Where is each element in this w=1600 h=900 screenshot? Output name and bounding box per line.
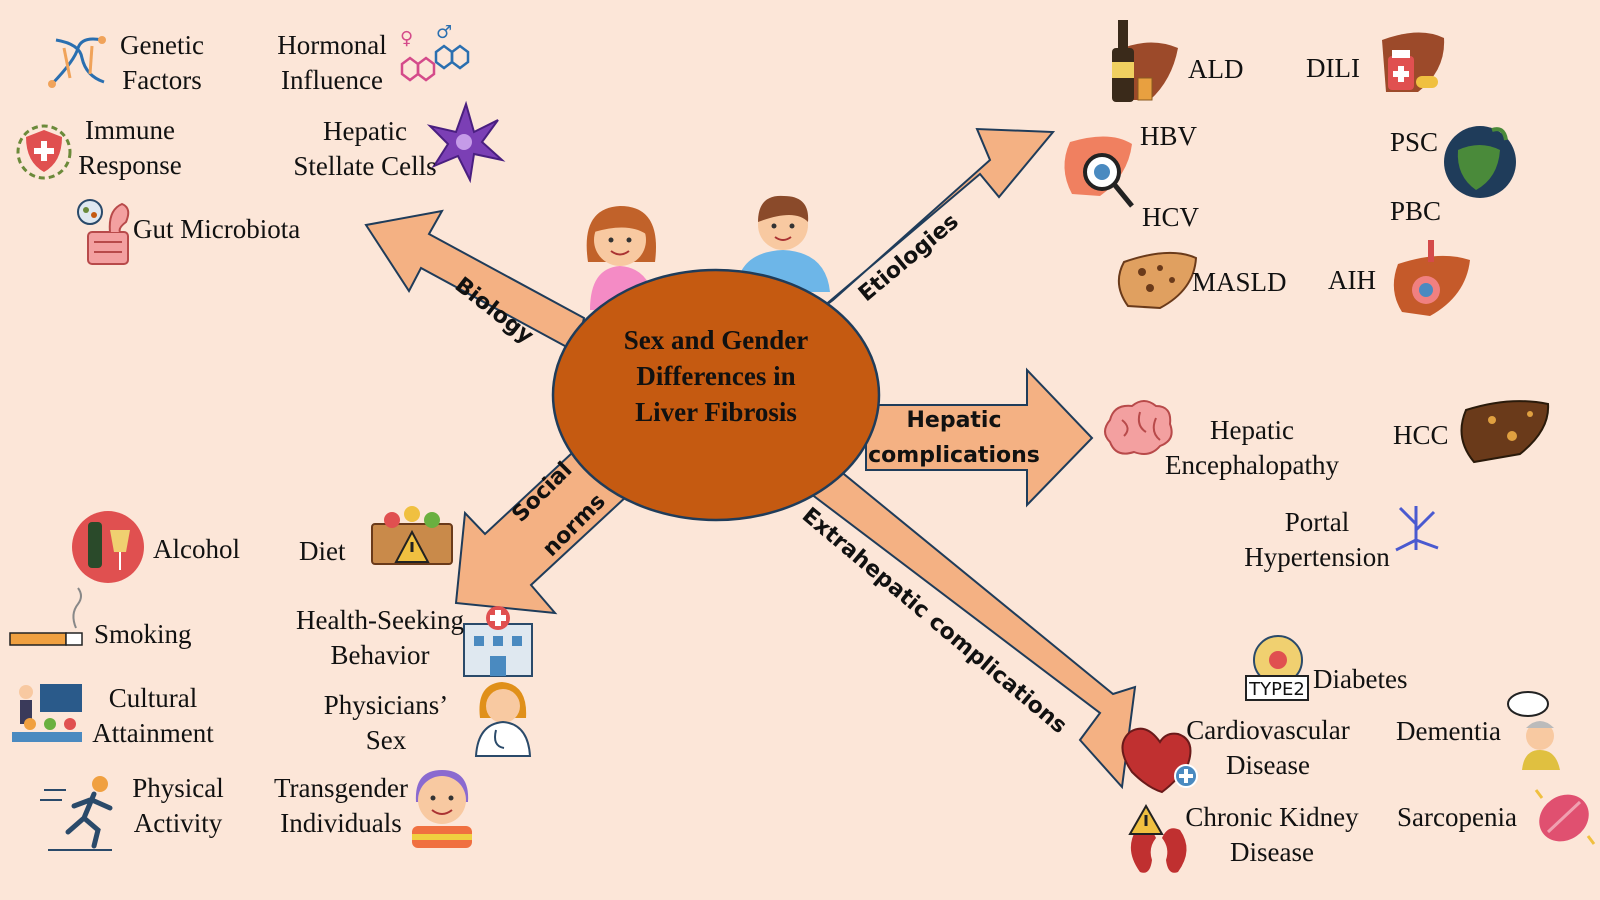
arrow-label-hepatic-2: complications <box>868 443 1040 468</box>
label-masld: MASLD <box>1192 267 1287 297</box>
label-cardiovascular-disease: Cardiovascular Disease <box>1186 715 1350 780</box>
immune-shield-icon <box>16 124 72 180</box>
diabetes-icon: TYPE2 <box>1245 635 1309 701</box>
label-diet: Diet <box>299 536 346 566</box>
hormone-molecule-icon: ♀ ♂ <box>400 22 470 82</box>
cigarette-icon <box>9 587 83 646</box>
label-smoking: Smoking <box>94 619 192 649</box>
label-hbv: HBV <box>1140 121 1198 151</box>
aih-liver-icon <box>1393 240 1470 316</box>
label-dementia: Dementia <box>1396 716 1501 746</box>
label-hepatic-stellate-cells: Hepatic Stellate Cells <box>293 116 437 181</box>
gut-microbiota-icon <box>77 199 130 265</box>
alcohol-glasses-icon <box>72 511 144 583</box>
label-aih: AIH <box>1328 265 1376 295</box>
label-gut-microbiota: Gut Microbiota <box>133 214 301 244</box>
label-hcc: HCC <box>1393 420 1449 450</box>
masld-fatty-liver-icon <box>1117 251 1198 310</box>
transgender-person-icon <box>412 770 472 848</box>
kidney-icon <box>1128 803 1187 873</box>
label-diabetes: Diabetes <box>1313 664 1408 694</box>
label-physical-activity: Physical Activity <box>132 773 224 838</box>
svg-text:♂: ♂ <box>436 22 452 43</box>
center-title-line-1: Sex and Gender <box>624 325 809 355</box>
runner-icon <box>40 776 113 851</box>
portal-vein-icon <box>1395 506 1439 552</box>
center-title-line-3: Liver Fibrosis <box>635 397 797 427</box>
label-genetic-factors: Genetic Factors <box>120 30 204 95</box>
label-sarcopenia: Sarcopenia <box>1397 802 1517 832</box>
label-dili: DILI <box>1306 53 1360 83</box>
label-portal-hypertension: Portal Hypertension <box>1244 507 1390 572</box>
arrow-extrahepatic: Extrahepatic complications <box>788 446 1137 790</box>
label-alcohol: Alcohol <box>153 534 240 564</box>
arrow-label-hepatic-1: Hepatic <box>906 408 1001 433</box>
label-psc: PSC <box>1390 127 1439 157</box>
arrow-etiologies: Etiologies <box>816 127 1056 313</box>
type2-label: TYPE2 <box>1248 679 1305 700</box>
food-crate-icon <box>371 506 453 565</box>
woman-icon <box>586 206 656 310</box>
label-ald: ALD <box>1188 54 1244 84</box>
arrow-label-etiologies: Etiologies <box>854 209 964 307</box>
label-hepatic-encephalopathy: Hepatic Encephalopathy <box>1165 415 1339 480</box>
heart-icon <box>1121 727 1198 794</box>
teacher-class-icon <box>12 684 82 742</box>
label-health-seeking-behavior: Health-Seeking Behavior <box>296 605 464 670</box>
hepatitis-virus-liver-icon <box>1064 136 1134 208</box>
label-transgender-individuals: Transgender Individuals <box>274 773 408 838</box>
hospital-icon <box>463 606 533 677</box>
center-title-line-2: Differences in <box>636 361 795 391</box>
alcohol-liver-icon <box>1112 20 1178 102</box>
dementia-icon <box>1507 691 1560 770</box>
label-hcv: HCV <box>1142 202 1200 232</box>
drug-liver-icon <box>1382 32 1445 92</box>
arrow-hepatic: Hepatic complications <box>865 367 1094 508</box>
doctor-icon <box>474 682 532 757</box>
label-hormonal-influence: Hormonal Influence <box>277 30 387 95</box>
label-chronic-kidney-disease: Chronic Kidney Disease <box>1185 802 1359 867</box>
stellate-cell-icon <box>426 100 506 184</box>
psc-liver-icon <box>1444 126 1516 198</box>
label-pbc: PBC <box>1390 196 1442 226</box>
man-icon <box>736 195 830 292</box>
label-physicians-sex: Physicians’ Sex <box>323 690 449 755</box>
arrow-label-extrahepatic: Extrahepatic complications <box>797 503 1071 739</box>
muscle-icon <box>1534 789 1596 845</box>
center-topic: Sex and Gender Differences in Liver Fibr… <box>551 268 881 522</box>
label-immune-response: Immune Response <box>78 115 182 180</box>
svg-text:♀: ♀ <box>400 28 413 49</box>
hcc-liver-icon <box>1460 400 1550 464</box>
brain-icon <box>1104 400 1173 455</box>
dna-icon <box>48 36 106 88</box>
arrow-biology: Biology <box>364 209 586 354</box>
label-cultural-attainment: Cultural Attainment <box>92 683 214 748</box>
